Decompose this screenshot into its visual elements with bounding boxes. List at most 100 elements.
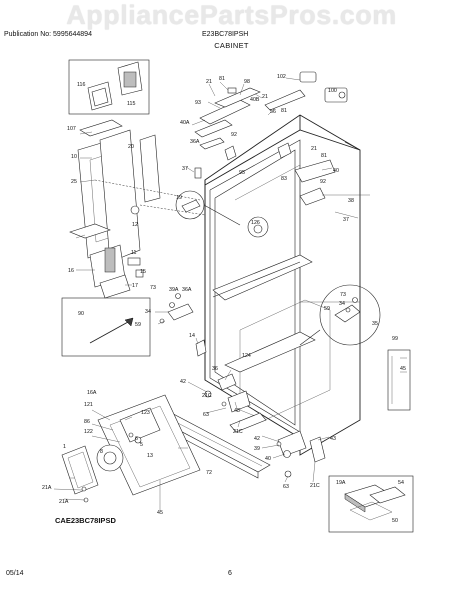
callout-34: 34 <box>145 309 151 315</box>
callout-90: 90 <box>78 311 84 317</box>
callout-39: 39 <box>254 446 260 452</box>
callout-35: 35 <box>372 321 378 327</box>
callout-43: 43 <box>234 408 240 414</box>
callout-63b: 63 <box>283 484 289 490</box>
callout-16: 16 <box>68 268 74 274</box>
callout-labels: 116 115 21 81 98 102 100 21 93 40B 56 81… <box>42 74 406 524</box>
callout-11: 11 <box>131 250 137 256</box>
callout-92b: 92 <box>320 179 326 185</box>
callout-121: 121 <box>84 402 93 408</box>
callout-73: 73 <box>150 285 156 291</box>
callout-123: 123 <box>141 410 150 416</box>
callout-16a: 16A <box>87 390 97 396</box>
detail-circle-right <box>299 284 381 346</box>
callout-17: 17 <box>132 283 138 289</box>
callout-93: 93 <box>195 100 201 106</box>
callout-40c: 40 <box>265 456 271 462</box>
callout-115: 115 <box>127 101 135 107</box>
callout-72: 72 <box>206 470 212 476</box>
callout-14: 14 <box>189 333 195 339</box>
callout-37a: 37 <box>182 166 188 172</box>
callout-56: 56 <box>270 109 276 115</box>
publication-number: Publication No: 5995644894 <box>4 31 92 38</box>
callout-13: 13 <box>147 453 153 459</box>
callout-50: 50 <box>392 518 398 524</box>
callout-40a: 40A <box>180 120 190 126</box>
callout-21c-lower: 21C <box>310 483 320 489</box>
callout-1: 1 <box>63 444 66 450</box>
footer-page-number: 6 <box>228 570 232 577</box>
callout-83: 83 <box>281 176 287 182</box>
callout-20: 20 <box>128 144 134 150</box>
diagram-code: CAE23BC78IPSD <box>55 516 116 525</box>
callout-92a: 92 <box>231 132 237 138</box>
callout-21c-mid: 21C <box>233 429 243 435</box>
callout-36a-b: 36A <box>182 287 192 293</box>
callout-40b: 40B <box>250 97 260 103</box>
detail-circle-126 <box>247 216 269 238</box>
callout-21c: 21 <box>311 146 317 152</box>
callout-34b: 34 <box>339 301 345 307</box>
callout-116: 116 <box>77 82 85 88</box>
callout-15: 15 <box>140 269 146 275</box>
callout-21b: 21 <box>262 94 268 100</box>
callout-19a: 19A <box>336 480 346 486</box>
inset-box-top-left <box>68 59 150 115</box>
inset-box-90 <box>61 297 151 357</box>
machine-compartment <box>61 394 201 510</box>
callout-42b: 42 <box>254 436 260 442</box>
model-number: E23BC78IPSH <box>202 31 249 38</box>
callout-86: 86 <box>84 419 90 425</box>
leader-lines <box>53 77 407 501</box>
callout-42: 42 <box>180 379 186 385</box>
watermark: AppliancePartsPros.com <box>66 0 397 30</box>
callout-36a: 36A <box>190 139 200 145</box>
callout-63: 63 <box>203 412 209 418</box>
callout-98: 98 <box>244 79 250 85</box>
callout-37b: 37 <box>343 217 349 223</box>
callout-12: 12 <box>132 222 138 228</box>
callout-99: 99 <box>392 336 398 342</box>
callout-73b: 73 <box>340 292 346 298</box>
callout-21a-b: 21A <box>59 499 69 505</box>
callout-21c-upper: 21C <box>202 393 212 399</box>
callout-81: 81 <box>219 76 225 82</box>
callout-81b: 81 <box>281 108 287 114</box>
footer-date: 05/14 <box>6 570 24 577</box>
callout-81c: 81 <box>321 153 327 159</box>
callout-21: 21 <box>206 79 212 85</box>
cabinet-body <box>204 114 361 456</box>
lower-hinge-parts <box>204 349 411 478</box>
callout-95: 95 <box>239 170 245 176</box>
callout-124: 124 <box>242 353 251 359</box>
callout-6: 6 <box>135 436 138 442</box>
callout-59b: 59 <box>324 306 330 312</box>
callout-25: 25 <box>71 179 77 185</box>
callout-8: 8 <box>100 449 103 455</box>
callout-107: 107 <box>67 126 76 132</box>
callout-39a: 39A <box>169 287 179 293</box>
callout-100: 100 <box>328 88 337 94</box>
callout-59: 59 <box>135 322 141 328</box>
callout-45b: 45 <box>157 510 163 516</box>
callout-19: 19 <box>176 195 182 201</box>
middle-hinge-hardware <box>159 293 207 357</box>
callout-40: 40 <box>333 168 339 174</box>
callout-43b: 43 <box>330 436 336 442</box>
callout-54: 54 <box>398 480 404 486</box>
callout-5: 5 <box>140 442 143 448</box>
callout-102: 102 <box>277 74 286 80</box>
top-hinge-parts <box>194 71 348 206</box>
callout-45: 45 <box>400 366 406 372</box>
callout-122: 122 <box>84 429 93 435</box>
callout-36: 36 <box>212 366 218 372</box>
inset-box-bottom-right <box>328 475 414 533</box>
callout-126: 126 <box>251 220 260 226</box>
detail-circle-19 <box>175 190 241 226</box>
callout-38: 38 <box>348 198 354 204</box>
callout-10: 10 <box>71 154 77 160</box>
left-air-duct-assembly <box>69 119 206 299</box>
callout-21a: 21A <box>42 485 52 491</box>
section-title: CABINET <box>214 41 249 50</box>
